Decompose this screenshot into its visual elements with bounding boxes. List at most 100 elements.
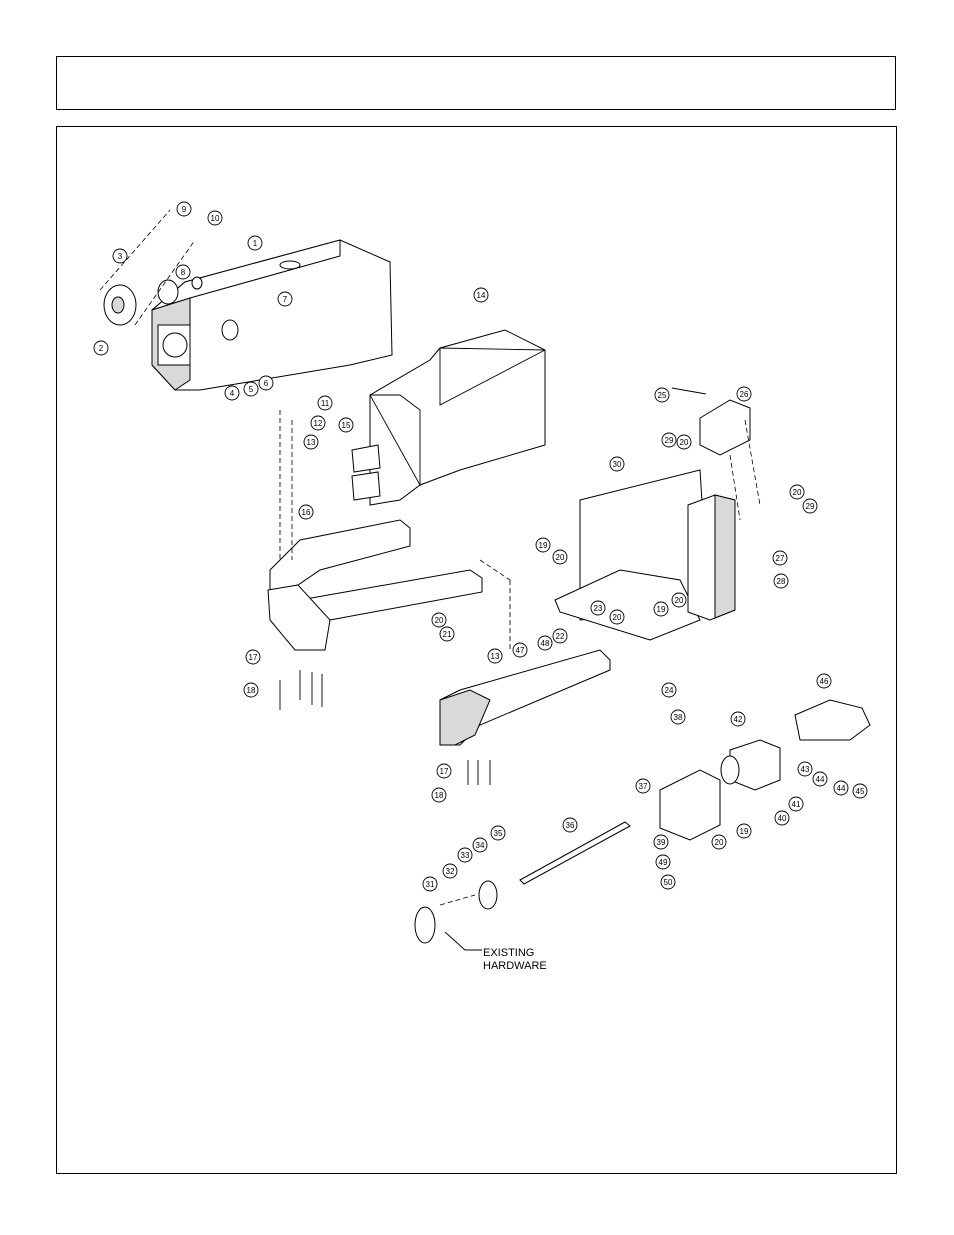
callout-balloon-46: 46 xyxy=(816,673,832,689)
callout-number: 20 xyxy=(435,616,444,625)
callout-balloon-39: 39 xyxy=(653,834,669,850)
callout-number: 3 xyxy=(118,252,123,261)
callout-circle xyxy=(431,787,447,803)
callout-balloon-36: 36 xyxy=(562,817,578,833)
callout-number: 33 xyxy=(461,851,470,860)
callout-number: 28 xyxy=(777,577,786,586)
callout-balloon-35: 35 xyxy=(490,825,506,841)
callout-number: 12 xyxy=(314,419,323,428)
callout-circle xyxy=(535,537,551,553)
callout-circle xyxy=(736,386,752,402)
callout-number: 18 xyxy=(435,791,444,800)
callout-circle xyxy=(303,434,319,450)
callout-balloon-13: 13 xyxy=(487,648,503,664)
callout-balloon-20: 20 xyxy=(711,834,727,850)
callout-circle xyxy=(457,847,473,863)
callout-circle xyxy=(609,609,625,625)
mount-plate xyxy=(554,469,706,641)
callout-circle xyxy=(243,381,259,397)
callout-number: 47 xyxy=(516,646,525,655)
motor-bracket xyxy=(659,769,721,841)
callout-circle xyxy=(562,817,578,833)
callout-circle xyxy=(258,375,274,391)
callout-balloon-7: 7 xyxy=(277,291,293,307)
callout-number: 1 xyxy=(253,239,258,248)
callout-balloon-45: 45 xyxy=(852,783,868,799)
callout-number: 41 xyxy=(792,800,801,809)
callout-number: 13 xyxy=(491,652,500,661)
guard-part-46 xyxy=(794,699,871,741)
callout-circle xyxy=(671,592,687,608)
left-arm xyxy=(267,519,483,651)
callout-circle xyxy=(175,264,191,280)
plug-part-8 xyxy=(157,279,179,305)
callout-number: 35 xyxy=(494,829,503,838)
callout-balloon-29: 29 xyxy=(661,432,677,448)
callout-circle xyxy=(537,635,553,651)
callout-number: 7 xyxy=(283,295,288,304)
callout-balloon-29: 29 xyxy=(802,498,818,514)
callout-balloon-3: 3 xyxy=(112,248,128,264)
callout-number: 38 xyxy=(674,713,683,722)
callout-number: 14 xyxy=(477,291,486,300)
callout-number: 36 xyxy=(566,821,575,830)
callout-number: 8 xyxy=(181,268,186,277)
callout-circle xyxy=(439,626,455,642)
callout-number: 21 xyxy=(443,630,452,639)
callout-number: 16 xyxy=(302,508,311,517)
callout-circle xyxy=(852,783,868,799)
callout-balloon-5: 5 xyxy=(243,381,259,397)
callout-circle xyxy=(661,432,677,448)
callout-number: 20 xyxy=(613,613,622,622)
callout-circle xyxy=(833,780,849,796)
callout-circle xyxy=(802,498,818,514)
callout-circle xyxy=(277,291,293,307)
callout-circle xyxy=(431,612,447,628)
callout-circle xyxy=(207,210,223,226)
callout-circle xyxy=(774,810,790,826)
callout-circle xyxy=(655,854,671,870)
callout-balloon-34: 34 xyxy=(472,837,488,853)
callout-circle xyxy=(422,876,438,892)
bracket-part-15 xyxy=(351,444,381,501)
callout-balloon-41: 41 xyxy=(788,796,804,812)
callout-balloon-22: 22 xyxy=(552,628,568,644)
callout-circle xyxy=(816,673,832,689)
callout-number: 19 xyxy=(539,541,548,550)
callout-balloon-13: 13 xyxy=(303,434,319,450)
callout-balloon-44: 44 xyxy=(833,780,849,796)
callout-balloon-20: 20 xyxy=(789,484,805,500)
callout-balloon-8: 8 xyxy=(175,264,191,280)
callout-balloon-27: 27 xyxy=(772,550,788,566)
callout-number: 20 xyxy=(675,596,684,605)
callout-number: 15 xyxy=(342,421,351,430)
callout-balloon-21: 21 xyxy=(439,626,455,642)
callout-balloon-28: 28 xyxy=(773,573,789,589)
assembly-leaders xyxy=(99,209,761,906)
callout-balloon-20: 20 xyxy=(552,549,568,565)
callout-balloon-50: 50 xyxy=(660,874,676,890)
callout-number: 44 xyxy=(837,784,846,793)
callout-number: 5 xyxy=(249,385,254,394)
callout-circle xyxy=(772,550,788,566)
callout-number: 10 xyxy=(211,214,220,223)
callout-number: 29 xyxy=(665,436,674,445)
callout-balloon-42: 42 xyxy=(730,711,746,727)
seal-cap xyxy=(103,284,137,326)
callout-number: 4 xyxy=(230,389,235,398)
callout-number: 49 xyxy=(659,858,668,867)
callout-balloon-18: 18 xyxy=(431,787,447,803)
callout-number: 17 xyxy=(440,767,449,776)
callout-circle xyxy=(317,395,333,411)
callout-circle xyxy=(473,287,489,303)
callout-circle xyxy=(661,682,677,698)
fasteners xyxy=(279,387,707,785)
existing-hardware-label-line2: HARDWARE xyxy=(483,960,547,972)
callout-balloon-11: 11 xyxy=(317,395,333,411)
callout-circle xyxy=(247,235,263,251)
callout-number: 23 xyxy=(594,604,603,613)
callout-circle xyxy=(773,573,789,589)
header-frame xyxy=(56,56,896,110)
callout-number: 34 xyxy=(476,841,485,850)
